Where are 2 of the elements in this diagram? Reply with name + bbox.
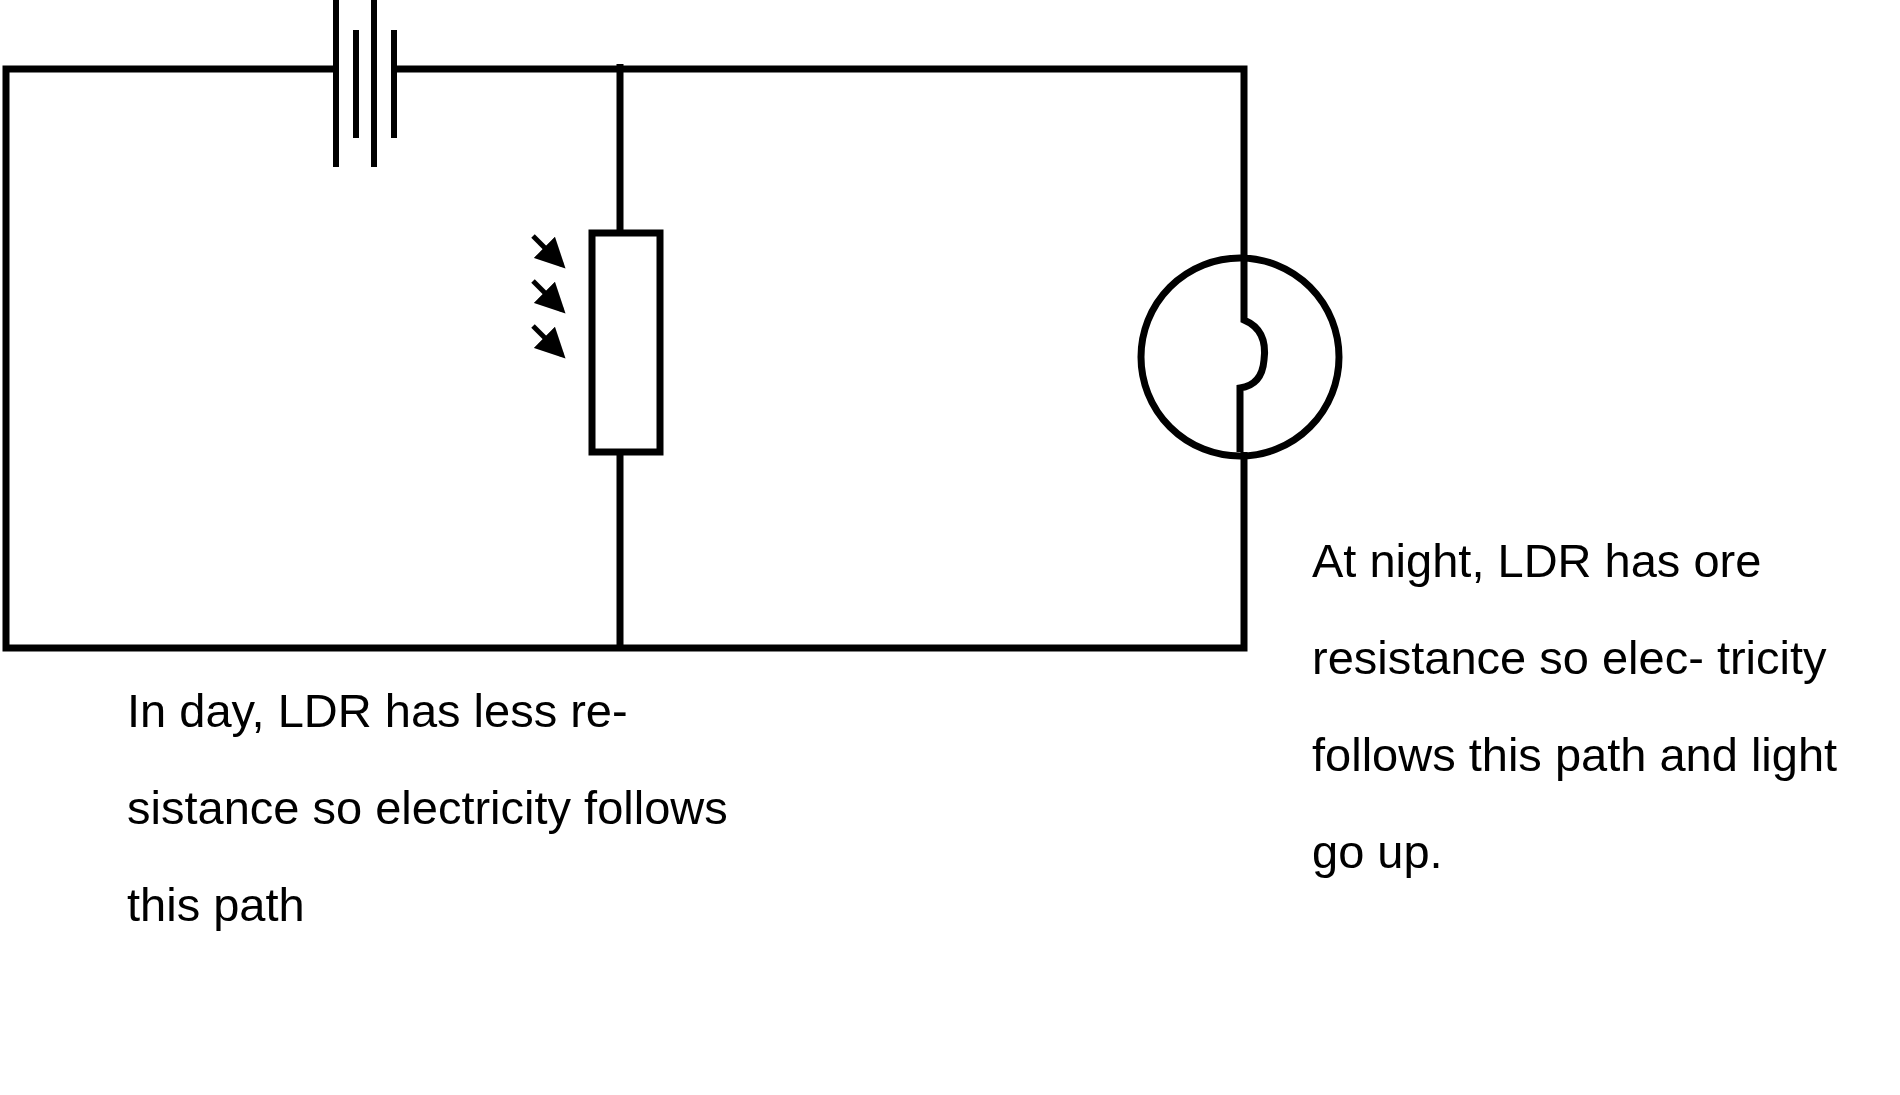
note-text: In day, LDR has less re- sistance so electricity follows this path: [127, 683, 729, 933]
note-text: At night, LDR has ore resistance so elec- tricity follows this path and light go up.: [1312, 533, 1839, 880]
